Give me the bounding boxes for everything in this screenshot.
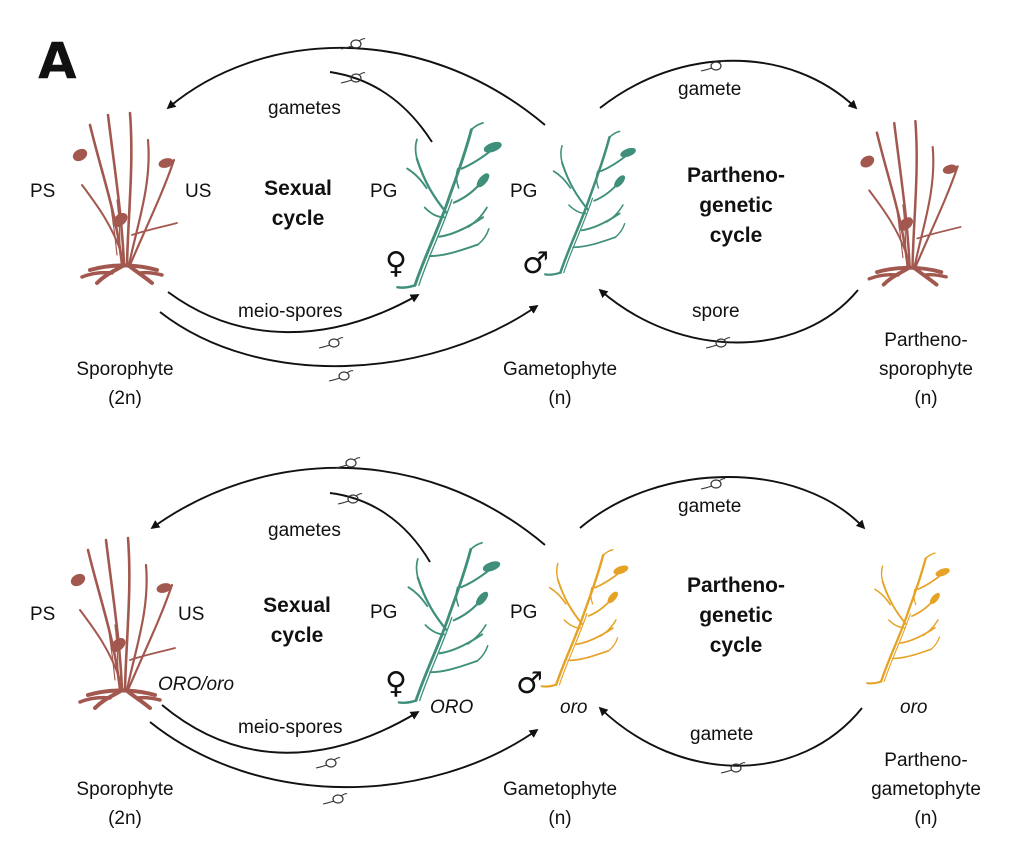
partheno-cycle-label: Partheno- <box>687 574 785 597</box>
partheno-arrows-bottom <box>579 476 866 767</box>
parthenogametophyte-icon <box>865 551 952 685</box>
gamete-cell-icon <box>720 762 746 774</box>
partheno-stage-ploidy: (n) <box>914 808 937 829</box>
ps-label: PS <box>30 181 55 202</box>
gamete-cell-icon <box>700 478 726 490</box>
partheno-cycle-label: cycle <box>710 224 763 247</box>
female-genotype: ORO <box>430 697 474 718</box>
sporophyte-label: Sporophyte <box>76 779 173 800</box>
meio-spores-arrow-outer <box>149 721 539 789</box>
meio-spores-label: meio-spores <box>238 301 343 322</box>
gamete-cell-icon <box>335 457 361 469</box>
sexual-cycle-label: Sexual <box>264 177 332 200</box>
male-gametophyte-icon <box>543 129 638 277</box>
gametes-label: gametes <box>268 98 341 119</box>
gametophyte-ploidy: (n) <box>548 808 571 829</box>
us-label: US <box>185 181 211 202</box>
gametophyte-label: Gametophyte <box>503 779 617 800</box>
us-label: US <box>178 604 204 625</box>
spore-label: spore <box>692 301 740 322</box>
partheno-stage-label: Partheno- <box>884 330 967 351</box>
ps-label: PS <box>30 604 55 625</box>
pg-label-male: PG <box>510 181 537 202</box>
gametophyte-ploidy: (n) <box>548 388 571 409</box>
male-symbol: ♂ <box>516 666 543 701</box>
meio-spores-arrow-inner <box>167 291 420 334</box>
male-gametophyte-icon <box>540 548 631 688</box>
sporophyte-ploidy: (2n) <box>108 388 142 409</box>
partheno-stage-label: gametophyte <box>871 779 981 800</box>
female-gametophyte-icon <box>395 121 504 290</box>
sporophyte-icon <box>69 111 179 285</box>
pg-label-female: PG <box>370 181 397 202</box>
gametes-label: gametes <box>268 520 341 541</box>
sporophyte-genotype: ORO/oro <box>158 674 234 695</box>
partheno-genotype: oro <box>900 697 927 718</box>
partheno-stage-ploidy: (n) <box>914 388 937 409</box>
gamete-arrow-return <box>598 706 863 767</box>
sexual-cycle-label: Sexual <box>263 594 331 617</box>
spore-arrow <box>598 288 859 344</box>
meio-spores-arrow-inner <box>161 704 420 754</box>
bottom-cycle: gametes gamete Sexual cycle Partheno- ge… <box>30 457 981 829</box>
gametes-arrow-inner <box>329 492 431 563</box>
male-genotype: oro <box>560 697 587 718</box>
gamete-label: gamete <box>690 724 753 745</box>
partheno-arrows-top <box>598 59 859 344</box>
gametes-arrow-inner <box>329 71 433 143</box>
partheno-cycle-label: genetic <box>699 604 773 627</box>
partheno-cycle-label: genetic <box>699 194 773 217</box>
spore-cell-icon <box>328 370 354 382</box>
partheno-stage-label: sporophyte <box>879 359 973 380</box>
sexual-arrows-bottom <box>149 466 546 789</box>
gametes-arrow-outer <box>166 46 546 126</box>
gamete-arrow <box>579 476 866 530</box>
pg-label-female: PG <box>370 602 397 623</box>
gametophyte-label: Gametophyte <box>503 359 617 380</box>
male-symbol: ♂ <box>522 246 549 281</box>
top-cycle: gametes gamete Sexual cycle Partheno- ge… <box>30 38 973 409</box>
gamete-label: gamete <box>678 496 741 517</box>
spore-cell-icon <box>315 757 341 769</box>
gametes-arrow-outer <box>150 466 546 546</box>
gamete-arrow <box>599 59 858 110</box>
partheno-cycle-label: Partheno- <box>687 164 785 187</box>
parthenosporophyte-icon <box>857 119 963 287</box>
spore-cell-icon <box>705 337 731 349</box>
female-gametophyte-icon <box>397 541 503 705</box>
spore-cell-icon <box>322 793 348 805</box>
sporophyte-label: Sporophyte <box>76 359 173 380</box>
sexual-cycle-label: cycle <box>272 207 325 230</box>
meio-spores-label: meio-spores <box>238 717 343 738</box>
female-symbol: ♀ <box>385 666 407 701</box>
gamete-label: gamete <box>678 79 741 100</box>
panel-label: A <box>38 32 77 90</box>
pg-label-male: PG <box>510 602 537 623</box>
female-symbol: ♀ <box>385 246 407 281</box>
spore-cell-icon <box>318 337 344 349</box>
meio-spores-arrow-outer <box>159 304 539 368</box>
partheno-cycle-label: cycle <box>710 634 763 657</box>
sporophyte-ploidy: (2n) <box>108 808 142 829</box>
partheno-stage-label: Partheno- <box>884 750 967 771</box>
sexual-cycle-label: cycle <box>271 624 324 647</box>
